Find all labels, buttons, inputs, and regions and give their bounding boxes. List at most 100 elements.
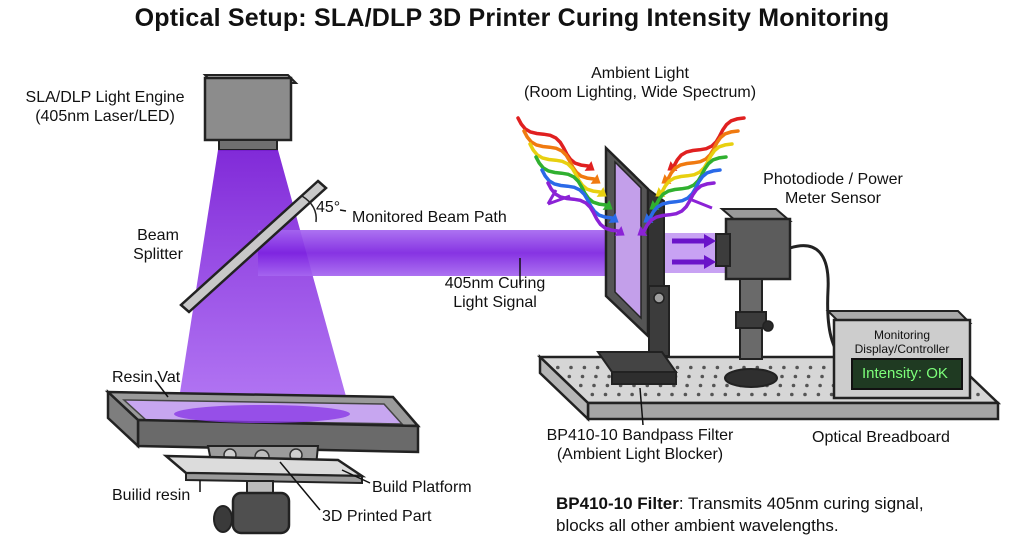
label-filter-line1: BP410-10 Bandpass Filter (546, 427, 734, 444)
breadboard-hole (822, 365, 826, 370)
breadboard-hole (630, 392, 634, 397)
label-curing-signal: 405nm Curing Light Signal (430, 274, 560, 312)
breadboard-hole (712, 383, 716, 388)
label-curing-line2: Light Signal (453, 294, 537, 311)
breadboard-hole (700, 374, 705, 379)
breadboard-hole (683, 392, 688, 397)
ambient-light-wave-icon (528, 142, 602, 194)
ambient-light-wave-icon (660, 142, 734, 194)
label-beam-splitter: Beam Splitter (118, 226, 198, 264)
wave-arrowhead (590, 174, 601, 184)
ambient-light-wave-icon (540, 168, 614, 220)
label-light-engine: SLA/DLP Light Engine (405nm Laser/LED) (10, 88, 200, 126)
label-optical-breadboard: Optical Breadboard (812, 429, 950, 446)
filter-note-line1: BP410-10 Filter: Transmits 405nm curing … (556, 493, 924, 515)
label-build-platform: Build Platform (372, 479, 472, 496)
wave-arrowhead (602, 200, 613, 210)
breadboard-hole (805, 383, 809, 388)
label-printed-part: 3D Printed Part (322, 508, 432, 525)
wave-arrowhead (637, 226, 648, 236)
breadboard-hole (569, 365, 573, 370)
breadboard-hole (795, 365, 799, 370)
ambient-light-wave-icon (522, 129, 596, 181)
breadboard-hole (556, 365, 560, 370)
label-ambient-line2: (Room Lighting, Wide Spectrum) (523, 84, 757, 101)
label-curing-line1: 405nm Curing (444, 275, 546, 292)
breadboard-hole (580, 374, 585, 379)
label-angle: 45° (316, 199, 341, 216)
breadboard-hole (728, 365, 733, 370)
label-build-resin: Builid resin (112, 487, 191, 504)
breadboard-hole (675, 365, 680, 370)
ambient-light-waves (516, 116, 746, 236)
breadboard-hole (803, 392, 807, 397)
beam-splitter (179, 179, 328, 314)
page-title: Optical Setup: SLA/DLP 3D Printer Curing… (134, 4, 890, 32)
breadboard-hole (685, 383, 689, 388)
breadboard-hole (689, 365, 693, 370)
label-photodiode-line2: Meter Sensor (784, 190, 882, 207)
ambient-light-wave-icon (546, 181, 620, 233)
label-beam-path: Monitored Beam Path (352, 209, 507, 226)
breadboard-hole (791, 383, 796, 388)
breadboard-hole (603, 392, 608, 397)
breadboard-hole (790, 392, 794, 397)
label-photodiode-line1: Photodiode / Power (763, 171, 903, 188)
leader-lines (154, 209, 644, 511)
wave-arrowhead (584, 161, 595, 171)
breadboard-hole (780, 374, 784, 379)
label-photodiode: Photodiode / Power Meter Sensor (748, 170, 918, 208)
label-resin-vat: Resin Vat (112, 369, 181, 386)
breadboard-hole (687, 374, 691, 379)
breadboard-hole (793, 374, 798, 379)
breadboard-hole (782, 365, 786, 370)
label-monitoring-display: Monitoring Display/Controller (834, 328, 970, 356)
breadboard-hole (768, 365, 773, 370)
monitor-screen-readout: Intensity: OK (862, 365, 948, 382)
build-platform (162, 454, 367, 535)
breadboard-hole (976, 392, 980, 397)
ambient-light-wave-icon (534, 155, 608, 207)
label-filter-line2: (Ambient Light Blocker) (556, 446, 724, 463)
filter-note-line2: blocks all other ambient wavelengths. (556, 516, 839, 535)
ambient-light-wave-icon (648, 168, 722, 220)
breadboard-hole (698, 383, 703, 388)
breadboard-hole (595, 365, 600, 370)
label-beam-splitter-line2: Splitter (133, 246, 183, 263)
light-engine (202, 74, 299, 151)
ambient-light-wave-icon (516, 116, 590, 168)
label-ambient-line1: Ambient Light (591, 65, 689, 82)
breadboard-hole (806, 374, 811, 379)
breadboard-hole (713, 374, 718, 379)
filter-note-bold: BP410-10 Filter (556, 494, 679, 513)
wave-arrowhead (596, 187, 607, 197)
label-bandpass-filter: BP410-10 Bandpass Filter (Ambient Light … (540, 426, 740, 464)
breadboard-hole (567, 374, 572, 379)
ambient-light-wave-icon (672, 116, 746, 168)
resin-vat (104, 389, 421, 454)
wave-arrowhead (614, 226, 625, 236)
monitoring-display (825, 310, 973, 400)
angle-arc (301, 195, 317, 223)
label-light-engine-line1: SLA/DLP Light Engine (25, 89, 185, 106)
breadboard-hole (820, 374, 824, 379)
breadboard-hole (605, 383, 610, 388)
breadboard-hole (607, 374, 611, 379)
breadboard-hole (725, 383, 729, 388)
breadboard-hole (657, 392, 661, 397)
ambient-light-wave-icon (654, 155, 728, 207)
breadboard-hole (670, 392, 674, 397)
laser-cone (176, 150, 352, 418)
breadboard-hole (594, 374, 598, 379)
breadboard-hole (816, 392, 821, 397)
photodiode-sensor (715, 208, 848, 388)
wave-arrowhead (608, 213, 619, 223)
breadboard-hole (592, 383, 596, 388)
breadboard-hole (710, 392, 714, 397)
breadboard-hole (702, 365, 706, 370)
breadboard-hole (778, 383, 783, 388)
arrow-right-icon (672, 234, 716, 269)
breadboard-hole (579, 383, 583, 388)
breadboard-hole (829, 392, 834, 397)
